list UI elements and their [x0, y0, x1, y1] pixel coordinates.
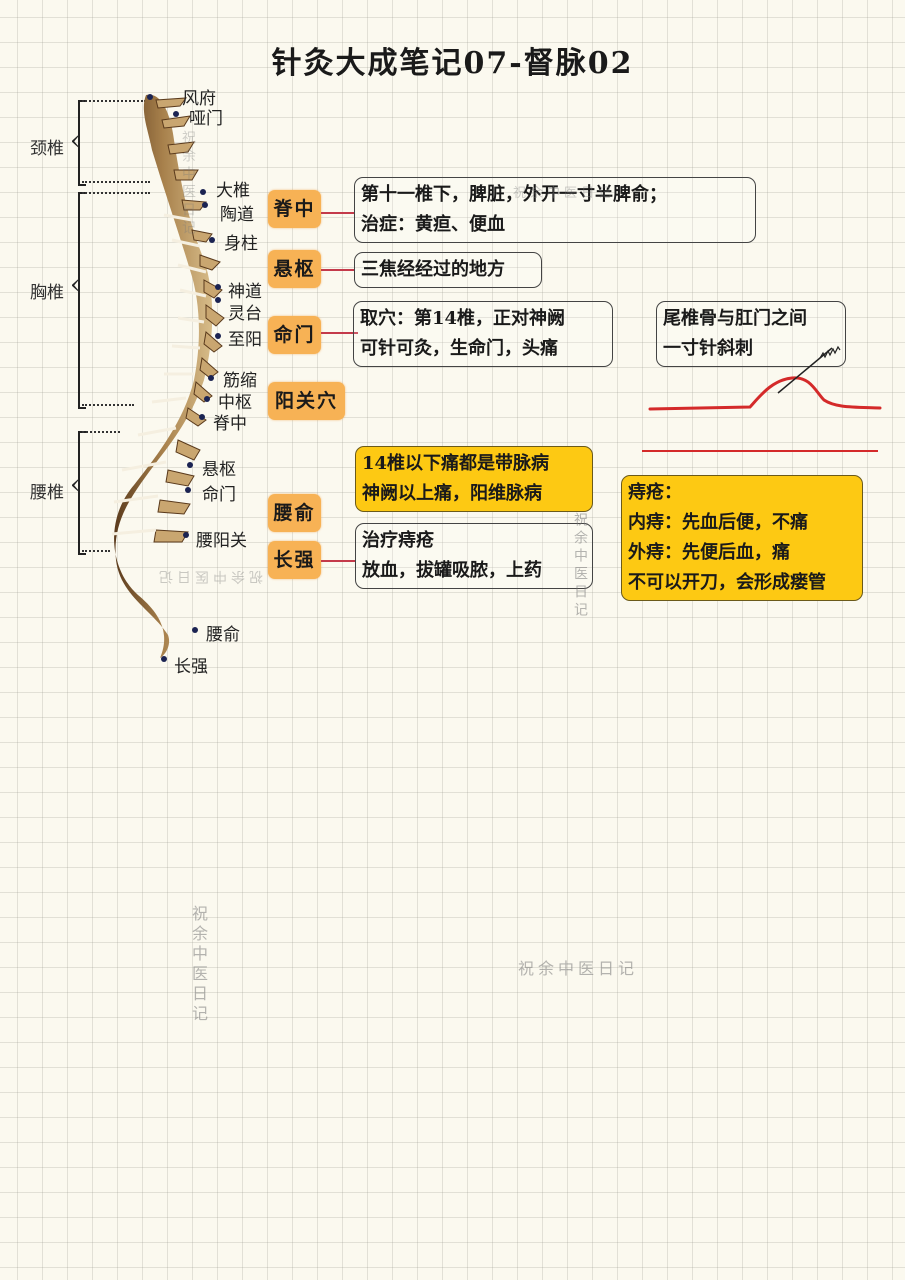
point-dot-yaoyangguan	[183, 532, 189, 538]
point-label-shendao: 神道	[228, 282, 262, 302]
point-dot-mingmen	[185, 487, 191, 493]
point-dot-taodao	[202, 202, 208, 208]
note-line: 一寸针斜刺	[663, 338, 753, 359]
point-label-jizhong: 脊中	[213, 414, 247, 434]
point-label-shenzhu: 身柱	[224, 234, 258, 254]
region-label-thoracic: 胸椎	[30, 283, 64, 303]
spine-illustration	[111, 94, 225, 658]
watermark-vertical-2: 祝余中医日记	[572, 512, 588, 620]
point-label-fengfu: 风府	[182, 89, 216, 109]
tag-changqiang: 长强	[268, 541, 321, 579]
note-mingmen: 取穴：第14椎，正对神阙 可针可灸，生命门，头痛	[353, 301, 613, 367]
note-zhichuang: 痔疮： 内痔：先血后便，不痛 外痔：先便后血，痛 不可以开刀，会形成瘘管	[621, 475, 863, 601]
note-line: 治症：黄疸、便血	[361, 214, 505, 235]
note-line: 放血，拔罐吸脓，上药	[362, 560, 542, 581]
point-label-mingmen: 命门	[202, 485, 236, 505]
note-line: 尾椎骨与肛门之间	[663, 308, 807, 329]
point-dot-fengfu	[147, 94, 153, 100]
point-label-lingtai: 灵台	[228, 304, 262, 324]
note-line: 不可以开刀，会形成瘘管	[628, 572, 826, 593]
skin-curve	[648, 376, 882, 411]
point-dot-dazhui	[200, 189, 206, 195]
connector-jizhong	[321, 212, 355, 214]
point-label-dazhui: 大椎	[216, 181, 250, 201]
watermark-rotated: 祝余中医日记	[155, 568, 263, 584]
note-line: 第十一椎下，脾脏，外开一寸半脾俞；	[361, 184, 667, 205]
point-dot-shendao	[215, 284, 221, 290]
note-line: 神阙以上痛，阳维脉病	[362, 483, 542, 504]
tag-yangguanxue: 阳关穴	[268, 382, 345, 420]
lumbar-brace-tip: ‹	[70, 470, 81, 500]
needle-handle-icon	[819, 345, 841, 359]
point-dot-lingtai	[215, 297, 221, 303]
note-line: 三焦经经过的地方	[361, 259, 505, 280]
thoracic-top-dots	[82, 192, 150, 194]
point-dot-shenzhu	[209, 237, 215, 243]
point-label-yaoyangguan: 腰阳关	[196, 531, 247, 551]
point-dot-zhongshu	[204, 396, 210, 402]
note-line: 外痔：先便后血，痛	[628, 542, 790, 563]
point-dot-yaoshu	[192, 627, 198, 633]
needle-line	[777, 347, 833, 394]
note-line: 14椎以下痛都是带脉病	[362, 453, 550, 474]
cervical-top-dots	[82, 100, 146, 102]
tag-yaoshu: 腰俞	[268, 494, 321, 532]
note-changqiang: 治疗痔疮 放血，拔罐吸脓，上药	[355, 523, 593, 589]
lumbar-bottom-dots	[82, 550, 110, 552]
point-label-taodao: 陶道	[220, 205, 254, 225]
point-label-zhiyang: 至阳	[228, 330, 262, 350]
point-dot-xuanshu	[187, 462, 193, 468]
watermark-horizontal-2: 祝余中医日记	[518, 959, 639, 978]
page-title: 针灸大成笔记07-督脉02	[271, 46, 634, 81]
cervical-bottom-dots	[82, 181, 150, 183]
watermark-vertical-3: 祝余中医日记	[189, 905, 208, 1025]
watermark-horizontal-1: 祝余中医日记	[513, 186, 616, 201]
point-label-jinsuo: 筋缩	[223, 371, 257, 391]
note-line: 取穴：第14椎，正对神阙	[360, 308, 566, 329]
point-label-zhongshu: 中枢	[218, 393, 252, 413]
lumbar-top-dots	[82, 431, 120, 433]
thoracic-brace-tip: ‹	[70, 270, 81, 300]
thoracic-bracket	[78, 192, 86, 409]
point-dot-yamen	[173, 111, 179, 117]
needle-angle-sketch	[642, 345, 882, 452]
note-jizhong: 第十一椎下，脾脏，外开一寸半脾俞； 治症：黄疸、便血	[354, 177, 756, 243]
region-label-lumbar: 腰椎	[30, 483, 64, 503]
point-label-xuanshu: 悬枢	[202, 460, 236, 480]
note-daimai: 14椎以下痛都是带脉病 神阙以上痛，阳维脉病	[355, 446, 593, 512]
watermark-vertical-1: 祝余中医日记	[180, 130, 196, 238]
point-label-yaoshu: 腰俞	[206, 625, 240, 645]
point-dot-zhiyang	[215, 333, 221, 339]
connector-mingmen	[321, 332, 358, 334]
note-weizhui: 尾椎骨与肛门之间 一寸针斜刺	[656, 301, 846, 367]
note-line: 可针可灸，生命门，头痛	[360, 338, 558, 359]
tag-mingmen: 命门	[268, 316, 321, 354]
point-label-yamen: 哑门	[189, 109, 223, 129]
note-line: 治疗痔疮	[362, 530, 434, 551]
point-dot-jinsuo	[208, 375, 214, 381]
note-xuanshu: 三焦经经过的地方	[354, 252, 542, 288]
cervical-brace-tip: ‹	[70, 126, 81, 156]
note-line: 痔疮：	[628, 482, 682, 503]
point-label-changqiang: 长强	[174, 657, 208, 677]
point-dot-jizhong	[199, 414, 205, 420]
tag-xuanshu: 悬枢	[268, 250, 321, 288]
connector-changqiang	[321, 560, 355, 562]
note-line: 内痔：先血后便，不痛	[628, 512, 808, 533]
connector-xuanshu	[321, 269, 355, 271]
tag-jizhong: 脊中	[268, 190, 321, 228]
region-label-cervical: 颈椎	[30, 139, 64, 159]
point-dot-changqiang	[161, 656, 167, 662]
thoracic-bottom-dots	[82, 404, 134, 406]
